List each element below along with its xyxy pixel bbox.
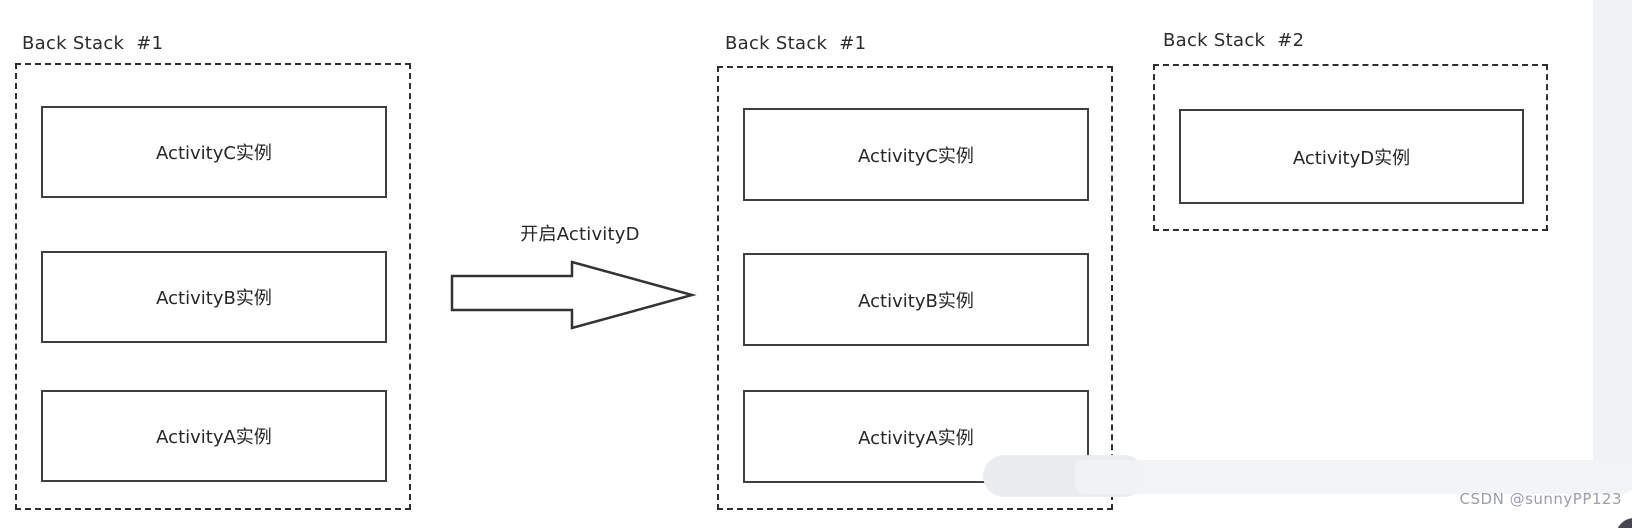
back-stack-1-after: Back Stack #1 ActivityC实例 ActivityB实例 Ac…: [717, 33, 1113, 510]
back-stack-2: Back Stack #2 ActivityD实例: [1153, 30, 1548, 231]
corner-dark-shape: [1616, 518, 1632, 528]
stack-title: Back Stack #1: [725, 33, 867, 54]
activity-box: ActivityC实例: [41, 106, 387, 198]
arrow-label: 开启ActivityD: [520, 224, 640, 245]
activity-box: ActivityA实例: [41, 390, 387, 482]
activity-box-label: ActivityB实例: [156, 288, 272, 309]
activity-box: ActivityB实例: [41, 251, 387, 343]
activity-box-label: ActivityC实例: [156, 143, 272, 164]
stack-frame: ActivityD实例: [1153, 64, 1548, 231]
activity-box-label: ActivityD实例: [1292, 147, 1411, 169]
stack-title: Back Stack #1: [22, 33, 164, 54]
activity-box: ActivityA实例: [743, 390, 1089, 483]
stack-frame: ActivityC实例 ActivityB实例 ActivityA实例: [717, 66, 1113, 510]
activity-box: ActivityB实例: [743, 253, 1089, 346]
activity-box-label: ActivityA实例: [858, 427, 974, 449]
activity-box-label: ActivityB实例: [858, 290, 974, 312]
activity-box: ActivityD实例: [1179, 109, 1524, 204]
back-stack-1-before: Back Stack #1 ActivityC实例 ActivityB实例 Ac…: [15, 33, 411, 510]
activity-box-label: ActivityA实例: [156, 427, 272, 448]
erased-watermark-smudge-band: [1075, 460, 1632, 494]
activity-box-label: ActivityC实例: [858, 145, 974, 167]
stack-title: Back Stack #2: [1163, 30, 1305, 51]
stack-frame: ActivityC实例 ActivityB实例 ActivityA实例: [15, 63, 411, 510]
activity-box: ActivityC实例: [743, 108, 1089, 201]
csdn-watermark: CSDN @sunnyPP123: [1459, 490, 1622, 508]
right-arrow-icon: [450, 260, 697, 330]
page-side-band: [1593, 0, 1632, 490]
